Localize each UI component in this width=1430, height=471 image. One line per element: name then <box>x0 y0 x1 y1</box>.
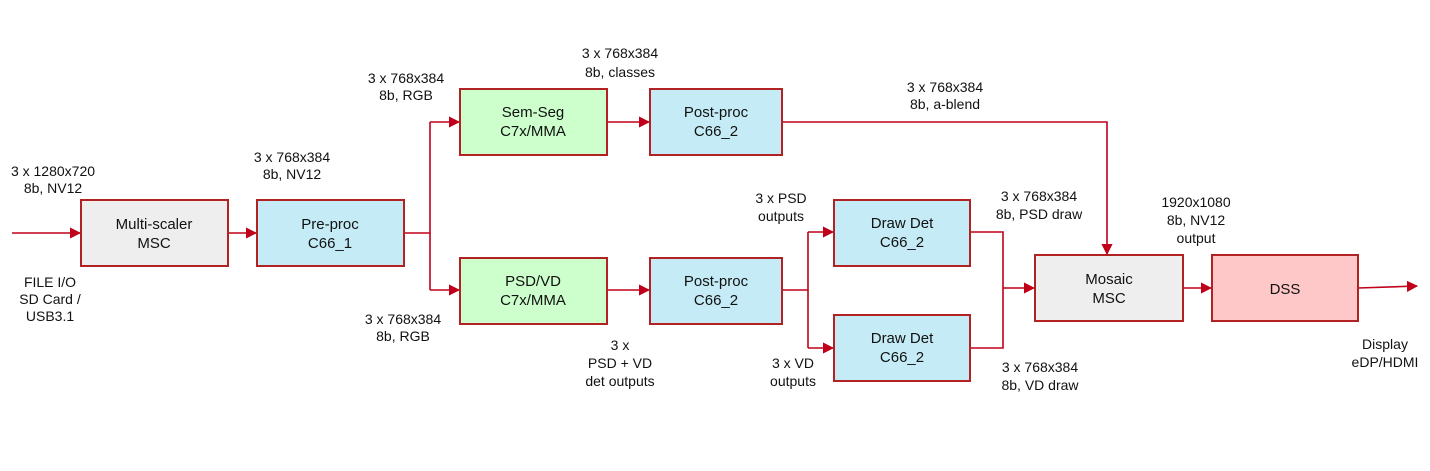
label-vd-draw-line2: 8b, VD draw <box>1001 377 1079 393</box>
label-semseg-out-line2: 8b, classes <box>585 64 655 80</box>
block-drawdet-top: Draw Det C66_2 <box>833 199 971 267</box>
label-semseg-in-line1: 3 x 768x384 <box>368 70 444 86</box>
block-drawdet-top-line1: Draw Det <box>871 215 934 232</box>
label-source-line3: USB3.1 <box>26 308 74 324</box>
block-drawdet-bottom: Draw Det C66_2 <box>833 314 971 382</box>
label-psd-draw-line2: 8b, PSD draw <box>996 206 1083 222</box>
block-drawdet-top-line2: C66_2 <box>880 234 924 251</box>
wire-postproc-split <box>782 232 809 291</box>
label-psd-outputs: 3 x PSD outputs <box>755 190 806 224</box>
block-drawdet-bottom-line1: Draw Det <box>871 330 934 347</box>
label-vd-draw-line1: 3 x 768x384 <box>1002 359 1078 375</box>
label-msc-out-line1: 3 x 768x384 <box>254 149 330 165</box>
block-mosaic: Mosaic MSC <box>1034 254 1184 322</box>
block-semseg: Sem-Seg C7x/MMA <box>459 88 608 156</box>
label-psd-outputs-line1: 3 x PSD <box>755 190 806 206</box>
block-preproc-line2: C66_1 <box>308 235 352 252</box>
label-psdvd-outputs-line3: det outputs <box>585 373 654 389</box>
label-msc-out: 3 x 768x384 8b, NV12 <box>254 149 330 182</box>
wire-drawdet-bottom-out <box>970 288 1004 349</box>
label-psd-draw: 3 x 768x384 8b, PSD draw <box>996 188 1083 222</box>
block-preproc-line1: Pre-proc <box>301 216 359 233</box>
label-display-line1: Display <box>1362 336 1408 352</box>
label-psdvd-outputs: 3 x PSD + VD det outputs <box>585 337 654 389</box>
label-psd-outputs-line2: outputs <box>758 208 804 224</box>
block-postproc-top-line1: Post-proc <box>684 104 749 121</box>
label-psdvd-outputs-line2: PSD + VD <box>588 355 652 371</box>
block-semseg-line2: C7x/MMA <box>500 123 566 140</box>
block-psdvd: PSD/VD C7x/MMA <box>459 257 608 325</box>
label-mosaic-out: 1920x1080 8b, NV12 output <box>1161 194 1231 246</box>
label-display: Display eDP/HDMI <box>1352 336 1419 370</box>
block-drawdet-bottom-line2: C66_2 <box>880 349 924 366</box>
block-postproc-bottom-line2: C66_2 <box>694 292 738 309</box>
block-dss-label: DSS <box>1270 281 1301 298</box>
label-blend-out-line2: 8b, a-blend <box>910 96 980 112</box>
label-mosaic-out-line2: 8b, NV12 <box>1167 212 1226 228</box>
label-display-line2: eDP/HDMI <box>1352 354 1419 370</box>
label-msc-out-line2: 8b, NV12 <box>263 166 322 182</box>
label-blend-out: 3 x 768x384 8b, a-blend <box>907 79 983 112</box>
label-semseg-out: 3 x 768x384 8b, classes <box>582 45 658 80</box>
label-vd-outputs-line1: 3 x VD <box>772 355 814 371</box>
block-semseg-line1: Sem-Seg <box>502 104 565 121</box>
arrow-postproc-to-mosaic <box>782 121 1113 256</box>
block-msc: Multi-scaler MSC <box>80 199 229 267</box>
label-blend-out-line1: 3 x 768x384 <box>907 79 983 95</box>
block-psdvd-line1: PSD/VD <box>505 273 561 290</box>
label-vd-draw: 3 x 768x384 8b, VD draw <box>1001 359 1079 393</box>
block-postproc-bottom: Post-proc C66_2 <box>649 257 783 325</box>
block-msc-line1: Multi-scaler <box>116 216 193 233</box>
label-source: FILE I/O SD Card / USB3.1 <box>19 274 81 324</box>
label-psdvd-outputs-line1: 3 x <box>611 337 630 353</box>
block-psdvd-line2: C7x/MMA <box>500 292 566 309</box>
wire-drawdet-top-out <box>970 231 1004 288</box>
label-vd-outputs: 3 x VD outputs <box>770 355 816 389</box>
block-mosaic-line2: MSC <box>1092 290 1126 307</box>
label-psdvd-in: 3 x 768x384 8b, RGB <box>365 311 441 344</box>
label-semseg-in: 3 x 768x384 8b, RGB <box>368 70 444 103</box>
connectors <box>12 116 1419 354</box>
label-vd-outputs-line2: outputs <box>770 373 816 389</box>
wire-preproc-split <box>404 122 431 234</box>
label-semseg-in-line2: 8b, RGB <box>379 87 433 103</box>
block-mosaic-line1: Mosaic <box>1085 271 1133 288</box>
block-dss: DSS <box>1211 254 1359 322</box>
label-semseg-out-line1: 3 x 768x384 <box>582 45 658 61</box>
arrow-dss-to-display <box>1357 280 1419 292</box>
label-input: 3 x 1280x720 8b, NV12 <box>11 163 95 196</box>
block-postproc-bottom-line1: Post-proc <box>684 273 749 290</box>
label-mosaic-out-line1: 1920x1080 <box>1161 194 1231 210</box>
label-psdvd-in-line1: 3 x 768x384 <box>365 311 441 327</box>
block-postproc-top: Post-proc C66_2 <box>649 88 783 156</box>
label-psdvd-in-line2: 8b, RGB <box>376 328 430 344</box>
block-msc-line2: MSC <box>137 235 171 252</box>
block-preproc: Pre-proc C66_1 <box>256 199 405 267</box>
label-mosaic-out-line3: output <box>1177 230 1216 246</box>
label-input-line2: 8b, NV12 <box>24 180 83 196</box>
label-psd-draw-line1: 3 x 768x384 <box>1001 188 1077 204</box>
block-postproc-top-line2: C66_2 <box>694 123 738 140</box>
label-source-line1: FILE I/O <box>24 274 76 290</box>
label-input-line1: 3 x 1280x720 <box>11 163 95 179</box>
label-source-line2: SD Card / <box>19 291 81 307</box>
